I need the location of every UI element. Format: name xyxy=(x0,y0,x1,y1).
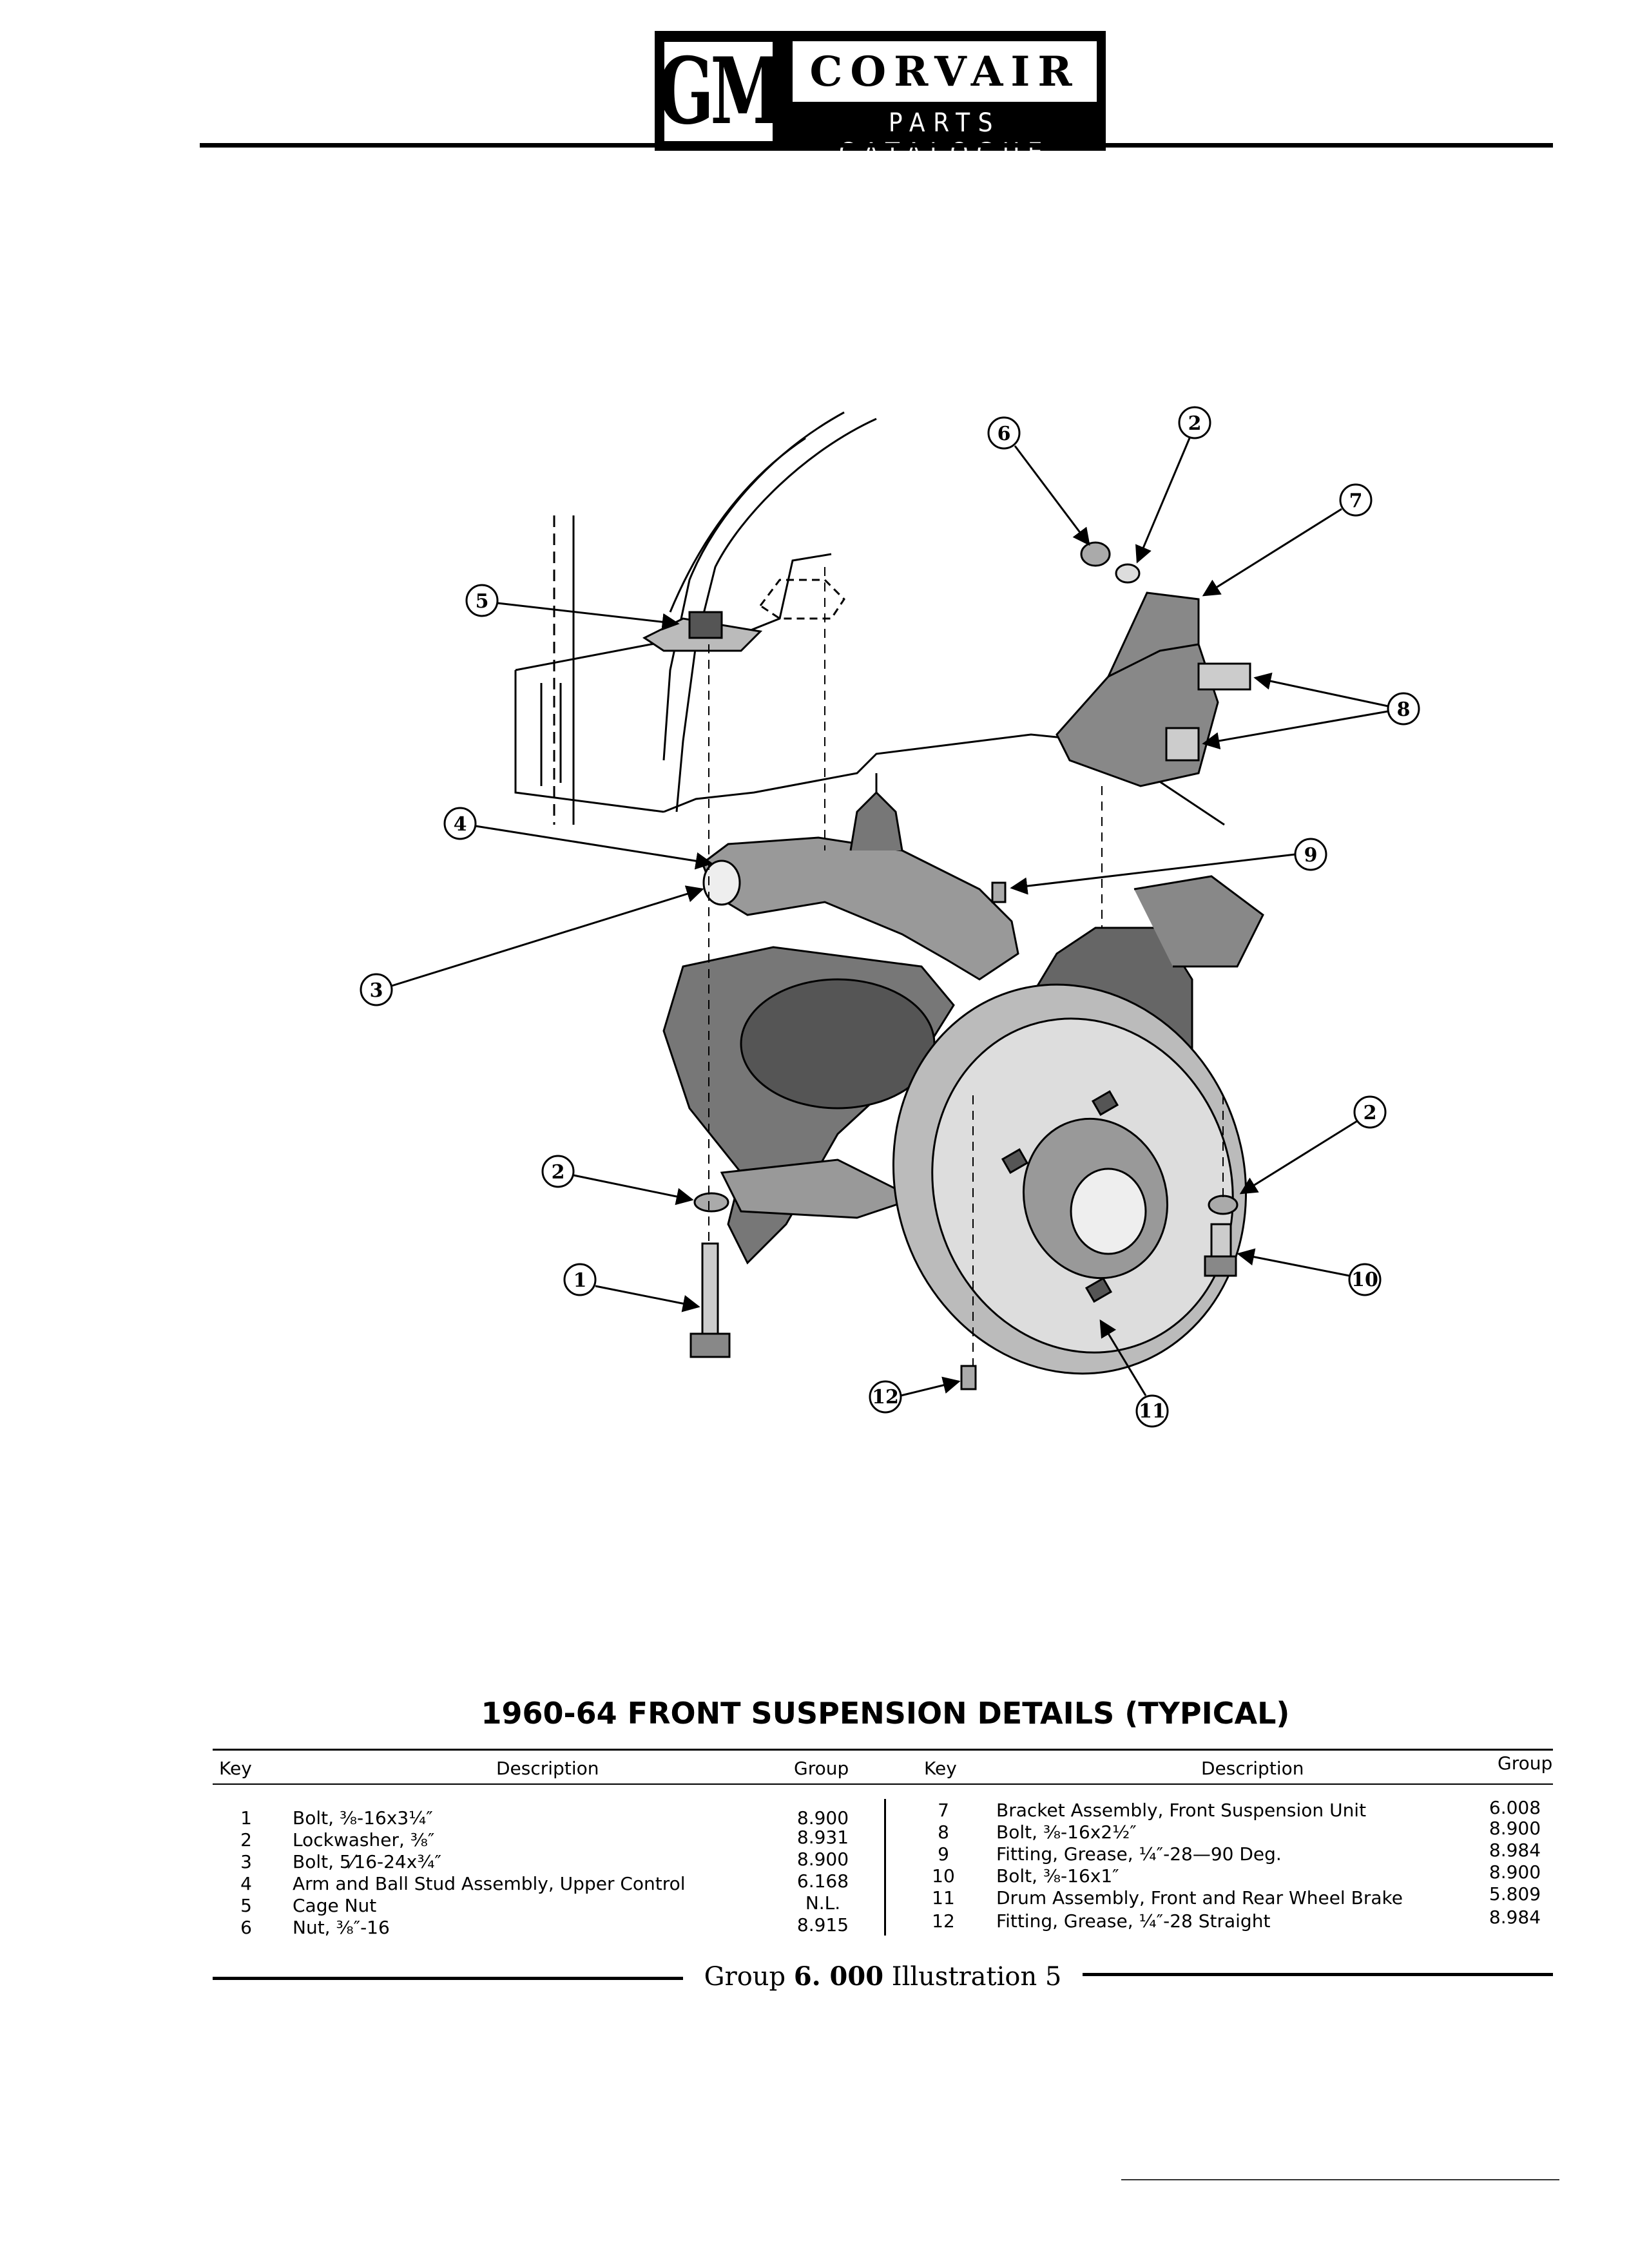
row-key: 7 xyxy=(938,1800,949,1821)
row-group: 8.900 xyxy=(1489,1818,1541,1839)
table-header-key-left: Key xyxy=(219,1758,252,1779)
gm-logo-text: GM xyxy=(657,38,784,145)
callout-3: 3 xyxy=(360,885,704,1006)
callout-7-label: 7 xyxy=(1349,490,1363,512)
row-description: Drum Assembly, Front and Rear Wheel Brak… xyxy=(996,1887,1403,1908)
footer-rule-left xyxy=(213,1977,683,1980)
callout-1: 1 xyxy=(563,1263,700,1312)
table-header-group-right: Group xyxy=(1498,1753,1553,1774)
footer-group-number: 6. 000 xyxy=(793,1961,884,1992)
table-header-description-left: Description xyxy=(496,1758,599,1779)
brake-drum xyxy=(892,983,1248,1375)
row-description: Bolt, ⅜-16x1″ xyxy=(996,1865,1119,1887)
model-name-box: CORVAIR xyxy=(793,41,1097,102)
callout-2-right: 2 xyxy=(1239,1095,1387,1195)
row-description: Bolt, ⅜-16x3¼″ xyxy=(293,1807,433,1829)
callout-1-label: 1 xyxy=(574,1269,587,1292)
callout-7: 7 xyxy=(1202,483,1373,597)
callout-9-label: 9 xyxy=(1304,844,1318,867)
row-group: 8.900 xyxy=(796,1807,849,1829)
callout-5-label: 5 xyxy=(476,590,489,613)
alignment-lines xyxy=(708,567,1224,1366)
row-group: 8.931 xyxy=(796,1827,849,1848)
suspension-bracket xyxy=(1055,591,1251,787)
row-description: Fitting, Grease, ¼″-28—90 Deg. xyxy=(996,1843,1282,1865)
callout-2-right-label: 2 xyxy=(1364,1102,1377,1124)
footer-group-label: Group xyxy=(704,1962,786,1992)
gm-logo: GM xyxy=(658,39,783,144)
table-rule-top xyxy=(213,1749,1553,1751)
row-group: 8.915 xyxy=(796,1914,849,1936)
callout-8: 8 xyxy=(1202,672,1420,750)
row-group: 6.168 xyxy=(796,1870,849,1892)
header-rule xyxy=(200,143,1553,148)
row-key: 3 xyxy=(240,1851,252,1872)
row-description: Arm and Ball Stud Assembly, Upper Contro… xyxy=(293,1873,686,1894)
row-description: Nut, ⅜″-16 xyxy=(293,1917,390,1938)
callout-6: 6 xyxy=(987,416,1090,546)
upper-control-arm xyxy=(701,773,1019,981)
footer-caption: Group 6. 000 Illustration 5 xyxy=(683,1961,1083,1992)
callout-4-label: 4 xyxy=(454,813,467,836)
cage-nut xyxy=(642,611,763,652)
row-key: 10 xyxy=(932,1865,955,1887)
callout-11: 11 xyxy=(1099,1319,1169,1428)
row-description: Bolt, 5⁄16-24x¾″ xyxy=(293,1851,441,1872)
callout-9: 9 xyxy=(1010,838,1327,895)
row-key: 8 xyxy=(938,1821,949,1843)
callout-2-top-label: 2 xyxy=(1188,412,1202,435)
row-group: 8.900 xyxy=(1489,1861,1541,1883)
row-group: 8.900 xyxy=(796,1849,849,1870)
table-column-divider xyxy=(884,1799,886,1936)
table-header-key-right: Key xyxy=(924,1758,957,1779)
row-key: 5 xyxy=(240,1895,252,1916)
callout-3-label: 3 xyxy=(370,979,383,1002)
table-header-group-left: Group xyxy=(794,1758,849,1779)
model-name: CORVAIR xyxy=(809,47,1080,96)
table-header-description-right: Description xyxy=(1201,1758,1304,1779)
callout-12-label: 12 xyxy=(872,1386,899,1408)
row-group: 8.984 xyxy=(1489,1907,1541,1928)
row-description: Fitting, Grease, ¼″-28 Straight xyxy=(996,1910,1271,1932)
page-title: 1960-64 FRONT SUSPENSION DETAILS (TYPICA… xyxy=(481,1696,1290,1731)
row-group: N.L. xyxy=(805,1892,841,1914)
callout-11-label: 11 xyxy=(1139,1400,1166,1423)
bottom-rule xyxy=(1121,2179,1559,2180)
suspension-diagram: 6 2 7 5 8 4 9 3 2 xyxy=(360,406,1420,1428)
row-group: 8.984 xyxy=(1489,1840,1541,1861)
row-group: 6.008 xyxy=(1489,1797,1541,1818)
row-key: 6 xyxy=(240,1917,252,1938)
callout-2-left-label: 2 xyxy=(552,1161,565,1184)
table-rule-header xyxy=(213,1783,1553,1785)
row-description: Cage Nut xyxy=(293,1895,377,1916)
callout-12: 12 xyxy=(869,1376,961,1414)
row-key: 12 xyxy=(932,1910,955,1932)
callout-2-top: 2 xyxy=(1135,406,1211,564)
row-description: Lockwasher, ⅜″ xyxy=(293,1829,435,1850)
callout-4: 4 xyxy=(443,807,713,870)
row-key: 2 xyxy=(240,1829,252,1850)
row-key: 4 xyxy=(240,1873,252,1894)
fasteners xyxy=(689,541,1239,1390)
footer-rule-right xyxy=(1083,1973,1553,1976)
row-key: 11 xyxy=(932,1887,955,1908)
callout-10-label: 10 xyxy=(1351,1269,1378,1291)
row-key: 9 xyxy=(938,1843,949,1865)
row-key: 1 xyxy=(240,1807,252,1829)
row-description: Bolt, ⅜-16x2½″ xyxy=(996,1821,1137,1843)
callout-6-label: 6 xyxy=(998,423,1011,445)
callout-10: 10 xyxy=(1237,1248,1382,1296)
row-group: 5.809 xyxy=(1489,1883,1541,1905)
callout-2-left: 2 xyxy=(541,1155,694,1206)
footer-illustration: Illustration 5 xyxy=(891,1962,1062,1992)
callout-5: 5 xyxy=(465,584,680,631)
callout-8-label: 8 xyxy=(1397,698,1411,721)
catalogue-label: PARTS CATALOGUE xyxy=(838,108,1051,168)
row-description: Bracket Assembly, Front Suspension Unit xyxy=(996,1800,1367,1821)
